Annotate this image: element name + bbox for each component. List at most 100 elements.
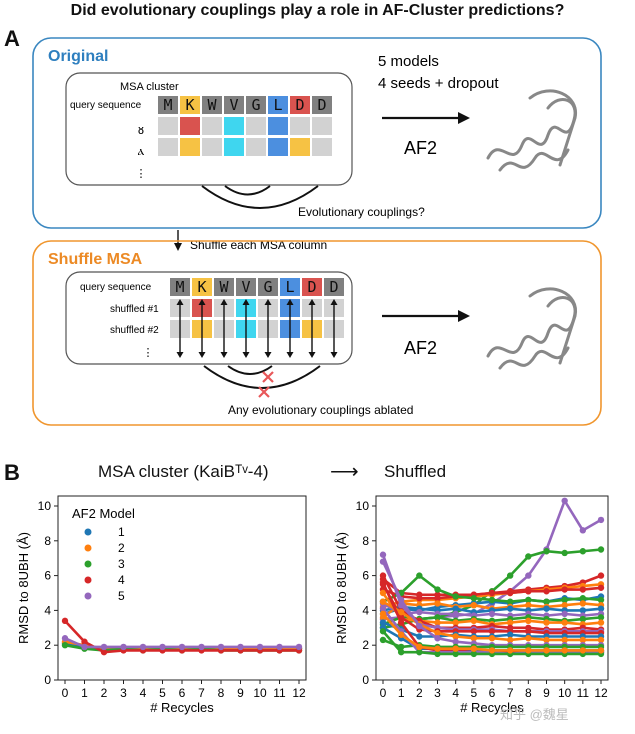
x-tick-label: 10 bbox=[253, 686, 267, 700]
data-point bbox=[434, 619, 441, 626]
chart2-title: Shuffled bbox=[384, 462, 447, 481]
data-point bbox=[470, 595, 478, 602]
msa-cell bbox=[246, 117, 266, 135]
ablated-arc-outer bbox=[203, 365, 321, 389]
data-point bbox=[452, 633, 459, 640]
y-tick-label: 8 bbox=[362, 534, 369, 548]
watermark: 知乎 @魏星 bbox=[500, 707, 569, 722]
legend-label: 4 bbox=[118, 573, 125, 587]
data-point bbox=[452, 645, 459, 652]
data-point bbox=[543, 647, 550, 654]
residue-cell bbox=[324, 278, 344, 296]
data-point bbox=[276, 643, 283, 651]
data-point bbox=[597, 605, 605, 612]
data-point bbox=[525, 601, 532, 609]
data-point bbox=[397, 631, 405, 638]
data-point bbox=[597, 516, 605, 524]
data-point bbox=[434, 635, 441, 642]
data-point bbox=[470, 601, 478, 609]
msa-cell bbox=[268, 138, 288, 156]
x-tick-label: 7 bbox=[198, 686, 205, 700]
residue-cell bbox=[312, 96, 332, 114]
data-point bbox=[579, 615, 587, 623]
data-point bbox=[217, 643, 225, 651]
legend-marker bbox=[84, 560, 92, 568]
data-point bbox=[100, 648, 108, 656]
x-tick-label: 0 bbox=[62, 686, 69, 700]
data-point bbox=[579, 586, 587, 593]
data-point bbox=[434, 645, 441, 652]
data-point bbox=[525, 635, 532, 642]
residue-letter: V bbox=[229, 96, 238, 114]
residue-letter: V bbox=[241, 278, 250, 296]
residue-letter: D bbox=[295, 96, 304, 114]
msa-cell bbox=[290, 117, 310, 135]
data-point bbox=[561, 619, 568, 626]
msa-cell bbox=[290, 138, 310, 156]
original-query-label: query sequence bbox=[70, 100, 142, 111]
y-tick-label: 2 bbox=[362, 638, 369, 652]
ablated-arc-inner bbox=[227, 365, 273, 375]
msa-cell bbox=[158, 117, 178, 135]
cross-mark-icon bbox=[258, 371, 274, 398]
msa-cell bbox=[180, 117, 200, 135]
x-tick-label: 1 bbox=[398, 686, 405, 700]
y-tick-label: 8 bbox=[44, 534, 51, 548]
data-point bbox=[543, 598, 550, 605]
msa-cell bbox=[246, 138, 266, 156]
y-tick-label: 6 bbox=[44, 569, 51, 583]
legend-marker bbox=[84, 576, 92, 584]
shuffle-title: Shuffle MSA bbox=[48, 251, 143, 268]
y-tick-label: 4 bbox=[44, 603, 51, 617]
msa-cell bbox=[158, 138, 178, 156]
data-point bbox=[379, 605, 387, 612]
protein-structure-icon-1 bbox=[486, 89, 577, 172]
residue-letter: K bbox=[185, 96, 194, 114]
shuffle-af2: AF2 bbox=[404, 338, 437, 358]
data-point bbox=[561, 549, 568, 557]
panel-a-label: A bbox=[4, 26, 20, 51]
residue-cell bbox=[268, 96, 288, 114]
x-tick-label: 11 bbox=[273, 686, 286, 700]
y-tick-label: 0 bbox=[44, 673, 51, 687]
data-point bbox=[379, 551, 387, 558]
data-point bbox=[525, 617, 532, 625]
shuffled2-label: shuffled #2 bbox=[110, 325, 159, 336]
y-tick-label: 4 bbox=[362, 603, 369, 617]
models-line1: 5 models bbox=[378, 53, 439, 70]
x-tick-label: 7 bbox=[507, 686, 514, 700]
data-point bbox=[543, 605, 550, 612]
data-point bbox=[379, 572, 387, 579]
x-tick-label: 8 bbox=[525, 686, 532, 700]
data-point bbox=[434, 629, 441, 637]
residue-cell bbox=[192, 278, 212, 296]
data-point bbox=[397, 648, 405, 656]
data-point bbox=[379, 610, 387, 618]
legend-marker bbox=[84, 544, 92, 552]
msa-cell bbox=[180, 138, 200, 156]
data-point bbox=[597, 584, 605, 591]
data-point bbox=[579, 595, 587, 602]
data-point bbox=[470, 650, 478, 658]
data-point bbox=[506, 598, 514, 605]
data-point bbox=[525, 647, 532, 654]
data-point bbox=[452, 638, 459, 645]
x-tick-label: 12 bbox=[292, 686, 306, 700]
shuffle-query-label: query sequence bbox=[80, 282, 152, 293]
x-tick-label: 3 bbox=[120, 686, 127, 700]
data-point bbox=[416, 595, 423, 602]
data-point bbox=[561, 636, 568, 644]
data-point bbox=[579, 636, 587, 644]
legend-marker bbox=[84, 528, 92, 536]
data-point bbox=[61, 642, 69, 649]
residue-letter: W bbox=[219, 278, 229, 296]
legend-marker bbox=[84, 592, 92, 600]
data-point bbox=[488, 635, 496, 642]
x-tick-label: 3 bbox=[434, 686, 441, 700]
data-point bbox=[379, 619, 387, 626]
msa-cell bbox=[312, 138, 332, 156]
data-point bbox=[597, 636, 605, 644]
data-point bbox=[597, 572, 605, 579]
